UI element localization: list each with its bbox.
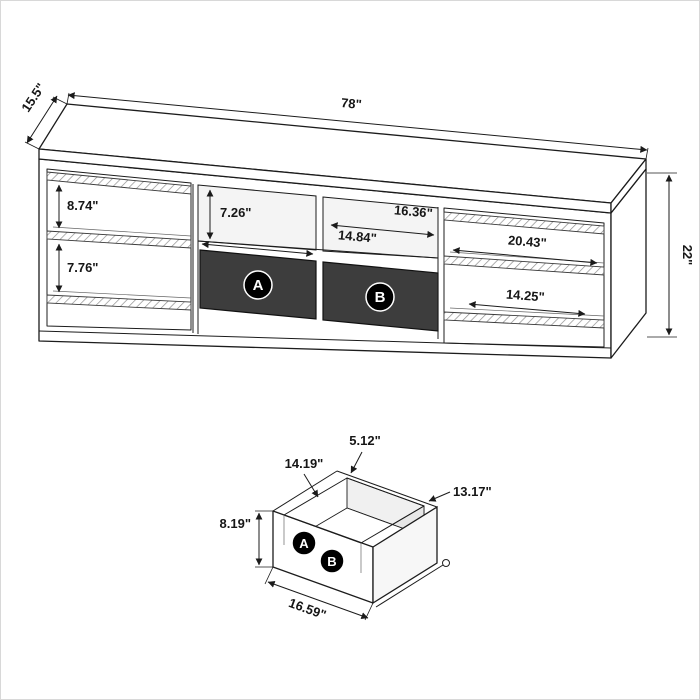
left-cabinet-top-board xyxy=(46,171,192,195)
left-shelf-back-edge xyxy=(52,226,192,237)
dim-drawer-back-height: 5.12" xyxy=(349,433,381,474)
cubby-height-label: 7.26" xyxy=(220,205,251,220)
overall-height-label: 22" xyxy=(680,245,695,266)
overall-depth-label: 15.5" xyxy=(18,80,48,114)
drawer-left-rim xyxy=(272,470,338,512)
dim-right-cubby-width: 16.36" xyxy=(330,202,435,238)
dim-left-lower: 7.76" xyxy=(55,243,98,293)
overall-width-label: 78" xyxy=(340,95,362,112)
dim-left-upper: 8.74" xyxy=(55,184,98,229)
glide-roller xyxy=(442,559,450,567)
right-cubby-width-label: 16.36" xyxy=(393,202,433,221)
drawer-glide-rail xyxy=(375,564,444,608)
drawer-b-badge xyxy=(365,282,395,312)
drawer-front-width-label: 16.59" xyxy=(287,595,328,622)
drawer-back-rim xyxy=(336,470,438,508)
dim-overall-height: 22" xyxy=(647,172,695,338)
dim-cubby-height: 7.26" xyxy=(206,189,251,240)
left-cabinet-opening xyxy=(46,168,192,331)
dim-drawer-interior-depth: 13.17" xyxy=(428,484,492,502)
dim-drawer-interior-width: 14.19" xyxy=(285,456,324,498)
drawer-interior-width-label: 14.19" xyxy=(285,456,324,471)
drawer-inner-rim xyxy=(283,477,425,544)
right-cabinet-top-board xyxy=(443,211,605,235)
left-cabinet-shelf xyxy=(46,230,192,249)
dim-drawer-front-height: 8.19" xyxy=(220,510,273,568)
drawer-detail-a-badge xyxy=(291,530,317,556)
drawer-a-badge xyxy=(243,270,273,300)
dim-right-lower-width: 14.25" xyxy=(468,287,586,317)
tv-stand-view: A B 78" 15.5" xyxy=(18,80,695,359)
drawer-detail-a-letter: A xyxy=(299,536,309,551)
right-shelf-width-label: 20.43" xyxy=(507,233,547,251)
dim-right-shelf-width: 20.43" xyxy=(452,233,598,266)
left-lower-label: 7.76" xyxy=(67,260,98,275)
drawer-detail-view: A B 8.19" 16.59" 5.12" 14.19" 13.17" xyxy=(220,433,492,622)
left-upper-label: 8.74" xyxy=(67,198,98,213)
drawer-detail-b-badge xyxy=(319,548,345,574)
left-cabinet xyxy=(46,168,192,331)
right-cabinet-opening xyxy=(443,207,605,348)
drawer-b-letter: B xyxy=(375,289,386,306)
left-bottom-back-edge xyxy=(52,290,192,299)
left-cubby xyxy=(197,184,317,251)
left-cabinet-bottom-board xyxy=(46,294,192,311)
drawer-front-height-label: 8.19" xyxy=(220,516,251,531)
dim-left-cubby-width: 14.84" xyxy=(201,227,377,257)
drawer-detail-b-letter: B xyxy=(327,554,336,569)
dim-overall-width: 78" xyxy=(66,92,649,160)
top-slab-side-edge xyxy=(610,158,647,214)
drawer-interior-depth-label: 13.17" xyxy=(453,484,492,499)
stand-drawers: A B xyxy=(199,249,439,332)
left-cubby-width-label: 14.84" xyxy=(337,227,377,246)
drawer-back-height-label: 5.12" xyxy=(349,433,380,448)
drawer-a-letter: A xyxy=(253,277,264,294)
drawer-right-panel xyxy=(372,505,438,605)
right-lower-width-label: 14.25" xyxy=(505,287,545,305)
